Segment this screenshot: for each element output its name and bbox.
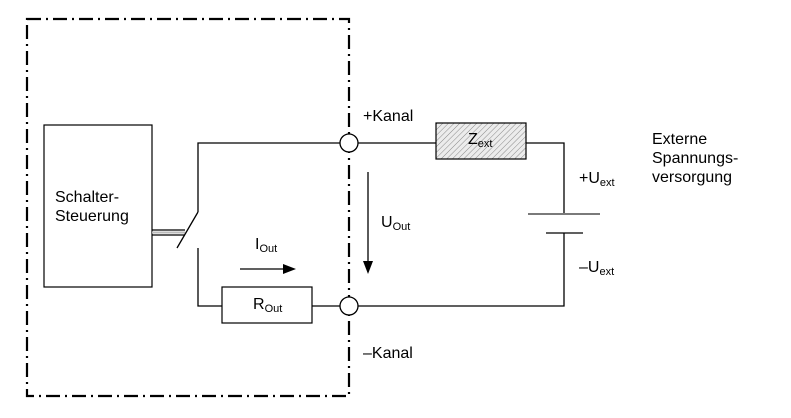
u-ext-plus-main: +U	[579, 170, 600, 187]
z-ext-sub: ext	[477, 138, 493, 150]
plus-channel-terminal	[339, 133, 359, 153]
i-out-sub: Out	[259, 243, 278, 255]
u-ext-minus-sub: ext	[599, 266, 615, 278]
minus-channel-label: –Kanal	[363, 345, 413, 362]
u-ext-minus-main: –U	[579, 259, 600, 276]
u-out-label: UOut	[381, 214, 410, 236]
r-out-main: R	[253, 296, 265, 313]
z-ext-impedance	[435, 122, 527, 160]
switch-control-line2: Steuerung	[55, 208, 129, 225]
r-out-label: ROut	[253, 296, 282, 318]
u-ext-plus-label: +Uext	[579, 170, 615, 192]
switch-control-label: Schalter- Steuerung	[55, 188, 129, 226]
i-out-main: I	[255, 236, 260, 253]
z-ext-main: Z	[468, 131, 478, 148]
u-out-arrow	[363, 172, 373, 274]
u-ext-plus-sub: ext	[599, 177, 615, 189]
z-ext-label: Zext	[468, 131, 492, 153]
u-out-main: U	[381, 214, 393, 231]
switch	[176, 142, 349, 307]
i-out-arrow	[240, 264, 296, 274]
minus-channel-terminal	[339, 296, 359, 316]
external-supply-line3: versorgung	[652, 169, 733, 186]
external-supply-line1: Externe	[652, 131, 708, 148]
battery-symbol	[528, 213, 600, 234]
r-out-sub: Out	[264, 303, 283, 315]
external-wiring	[358, 142, 565, 307]
mechanical-link	[152, 229, 185, 236]
module-boundary	[25, 17, 351, 398]
u-ext-minus-label: –Uext	[579, 259, 614, 281]
plus-channel-label: +Kanal	[363, 108, 414, 125]
external-supply-label: Externe Spannungs- versorgung	[652, 130, 738, 187]
i-out-label: IOut	[255, 236, 277, 258]
switch-control-line1: Schalter-	[55, 189, 120, 206]
r-out-resistor	[221, 286, 313, 324]
u-out-sub: Out	[392, 221, 411, 233]
switch-control-block	[43, 124, 153, 288]
external-supply-line2: Spannungs-	[652, 150, 739, 167]
